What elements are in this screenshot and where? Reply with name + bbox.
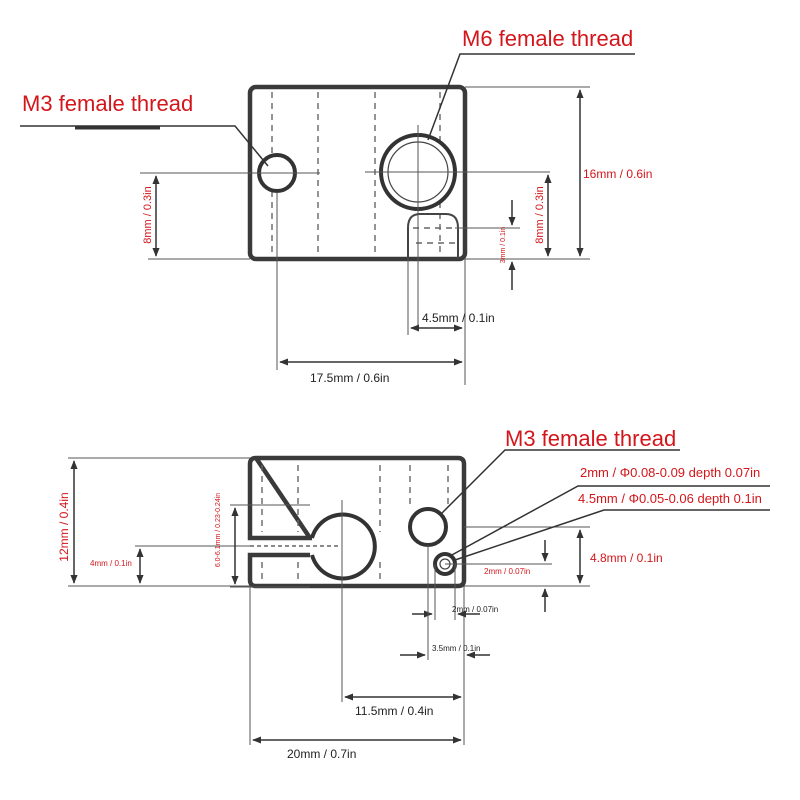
- top-dim-spacing: 17.5mm / 0.6in: [310, 371, 389, 385]
- bottom-callout-hole-b: 4.5mm / Φ0.05-0.06 depth 0.1in: [578, 491, 762, 506]
- bottom-dim-width: 20mm / 0.7in: [287, 747, 356, 761]
- top-view: M6 female thread M3 female thread 16mm /…: [20, 26, 652, 385]
- top-callout-m6: M6 female thread: [462, 26, 633, 51]
- bottom-callout-hole-a: 2mm / Φ0.08-0.09 depth 0.07in: [580, 465, 760, 480]
- top-dim-offset: 4.5mm / 0.1in: [422, 311, 495, 325]
- top-dim-left-hole: 8mm / 0.3in: [142, 186, 154, 243]
- bottom-dim-slot-offset: 4mm / 0.1in: [90, 559, 132, 568]
- bottom-dim-bore: 6.0-6.1mm / 0.23-0.24in: [215, 493, 222, 567]
- bottom-view: M3 female thread 2mm / Φ0.08-0.09 depth …: [57, 426, 770, 761]
- top-callout-m3: M3 female thread: [22, 91, 193, 116]
- top-dim-right-center: 8mm / 0.3in: [534, 186, 546, 243]
- top-small-feature: [407, 213, 459, 259]
- bottom-dim-right-small: 2mm / 0.07in: [484, 567, 530, 576]
- bottom-bore: [310, 512, 377, 581]
- top-dim-height: 16mm / 0.6in: [583, 167, 652, 181]
- bottom-callout-m3: M3 female thread: [505, 426, 676, 451]
- bottom-dim-center: 11.5mm / 0.4in: [355, 704, 433, 718]
- bottom-dim-height: 12mm / 0.4in: [57, 492, 71, 561]
- bottom-dim-small-c: 3.5mm / 0.1in: [432, 644, 480, 653]
- bottom-dim-right-height: 4.8mm / 0.1in: [590, 551, 663, 565]
- top-dim-small-vertical: 3mm / 0.1in: [500, 227, 507, 264]
- bottom-dim-small-b: 2mm / 0.07in: [452, 605, 498, 614]
